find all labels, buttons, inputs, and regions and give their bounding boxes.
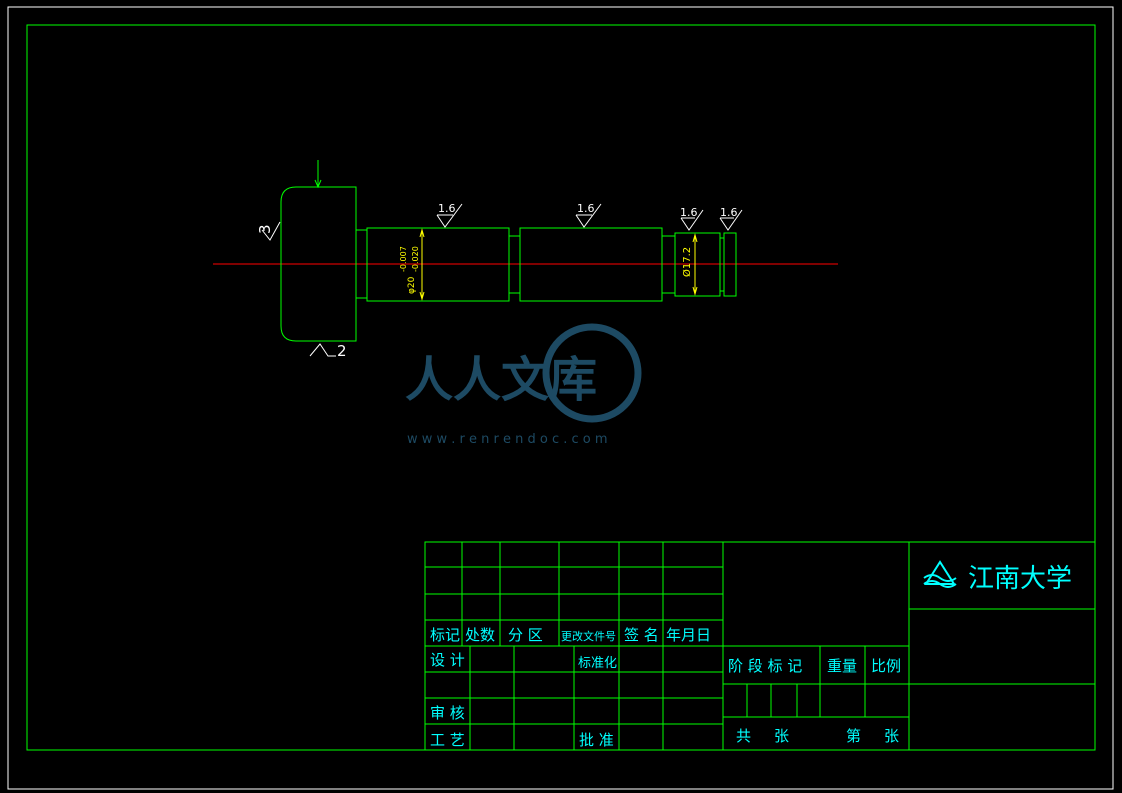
dim-diameter-17: Ø17.2 <box>681 247 693 277</box>
watermark-brand: 人人文库 <box>405 352 597 408</box>
leader-arrow-top <box>314 160 322 189</box>
school-logo-icon <box>923 560 957 588</box>
header-mark: 标记 <box>430 626 460 644</box>
label-review: 审 核 <box>430 704 465 722</box>
label-standardize: 标准化 <box>578 656 617 671</box>
watermark-circle-icon <box>542 323 642 423</box>
school-name: 江南大学 <box>968 564 1072 594</box>
header-zone: 分 区 <box>508 626 543 644</box>
header-count: 处数 <box>465 626 495 644</box>
label-sheet-unit: 张 <box>884 727 899 745</box>
roughness-symbols <box>261 203 743 357</box>
label-sheet-no: 第 <box>846 727 861 745</box>
roughness-symbol-left <box>261 221 281 241</box>
label-scale: 比例 <box>871 657 901 675</box>
label-sheets: 张 <box>774 727 789 745</box>
roughness-symbol-3 <box>680 209 704 231</box>
shaft-outline <box>280 186 737 342</box>
header-doc-no: 更改文件号 <box>561 629 616 643</box>
dimension-lines <box>419 228 698 301</box>
roughness-label-4: 1.6 <box>720 206 738 219</box>
watermark-url: w w w . r e n r e n d o c . c o m <box>407 432 608 447</box>
roughness-symbol-4 <box>719 209 743 231</box>
outer-border <box>7 6 1114 790</box>
roughness-label-left: 3 <box>256 224 274 234</box>
roughness-label-bottom: 2 <box>337 342 347 360</box>
roughness-label-1: 1.6 <box>438 202 456 215</box>
label-approve: 批 准 <box>579 731 614 749</box>
watermark: 人人文库 w w w . r e n r e n d o c . c o m <box>405 323 642 447</box>
roughness-symbol-1 <box>436 203 463 228</box>
shaft-head <box>280 186 357 342</box>
roughness-symbol-bottom <box>309 343 336 357</box>
label-total: 共 <box>736 727 751 745</box>
title-block-lines <box>424 541 1096 751</box>
shaft-end <box>723 232 737 297</box>
header-date: 年月日 <box>666 626 711 644</box>
label-stage-mark: 阶 段 标 记 <box>728 657 802 675</box>
dim-tolerance-lower: -0.020 <box>411 246 420 272</box>
label-weight: 重量 <box>827 657 857 675</box>
header-signature: 签 名 <box>624 626 659 644</box>
roughness-label-3: 1.6 <box>680 206 698 219</box>
roughness-label-2: 1.6 <box>577 202 595 215</box>
dim-diameter-20: φ20 <box>407 276 417 294</box>
label-process: 工 艺 <box>430 731 465 749</box>
label-design: 设 计 <box>430 651 465 669</box>
roughness-symbol-2 <box>575 203 602 228</box>
dim-tolerance-upper: -0.007 <box>399 246 408 272</box>
